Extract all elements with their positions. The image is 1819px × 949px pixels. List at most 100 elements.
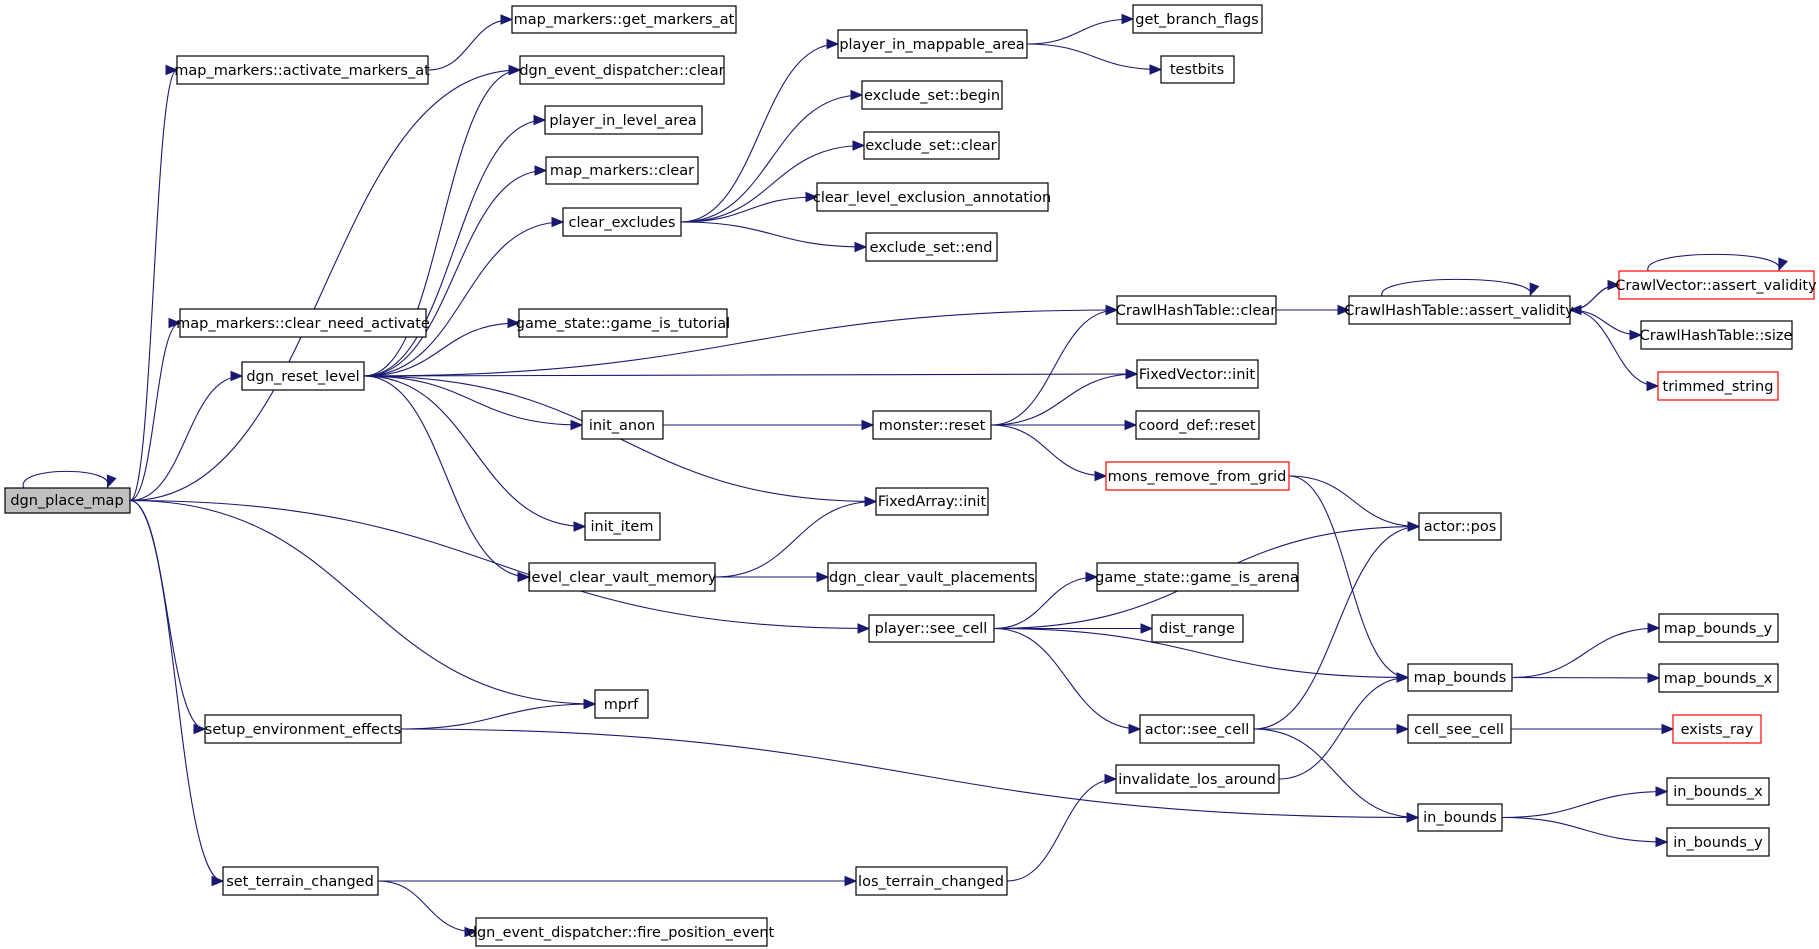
node-actor_pos[interactable]: actor::pos <box>1418 512 1502 541</box>
node-dgn_event_dispatcher_fire_position_event[interactable]: dgn_event_dispatcher::fire_position_even… <box>468 917 775 947</box>
node-game_state_game_is_tutorial[interactable]: game_state::game_is_tutorial <box>516 308 730 338</box>
node-clear_excludes[interactable]: clear_excludes <box>562 207 682 237</box>
node-label: exclude_set::end <box>870 240 993 256</box>
edge-crawlhashtable_assert_validity-to-trimmed_string <box>1569 309 1660 392</box>
node-dgn_place_map[interactable]: dgn_place_map <box>4 487 131 514</box>
node-dgn_event_dispatcher_clear[interactable]: dgn_event_dispatcher::clear <box>519 55 725 85</box>
edge-dgn_reset_level-to-fixedarray_init <box>363 375 878 507</box>
node-label: in_bounds <box>1423 810 1497 826</box>
node-label: player_in_level_area <box>549 113 696 129</box>
edge-dgn_place_map-to-set_terrain_changed <box>129 499 225 887</box>
edge-player_in_mappable_area-to-testbits <box>1026 43 1163 75</box>
edge-dgn_place_map-to-dgn_place_map <box>22 470 117 489</box>
edge-setup_environment_effects-to-mprf <box>400 698 597 730</box>
node-label: in_bounds_y <box>1673 835 1763 851</box>
node-label: player::see_cell <box>875 621 988 637</box>
node-label: mprf <box>604 697 639 713</box>
edge-crawlvector_assert_validity-to-crawlvector_assert_validity <box>1647 253 1789 272</box>
node-player_in_level_area[interactable]: player_in_level_area <box>544 105 703 135</box>
node-exclude_set_clear[interactable]: exclude_set::clear <box>863 131 1000 160</box>
edge-crawlhashtable_assert_validity-to-crawlvector_assert_validity <box>1569 279 1621 311</box>
node-crawlhashtable_clear[interactable]: CrawlHashTable::clear <box>1116 295 1277 325</box>
node-label: clear_level_exclusion_annotation <box>813 190 1051 206</box>
node-exclude_set_begin[interactable]: exclude_set::begin <box>861 80 1003 110</box>
node-label: actor::see_cell <box>1145 722 1250 738</box>
node-player_in_mappable_area[interactable]: player_in_mappable_area <box>837 29 1028 59</box>
node-label: invalidate_los_around <box>1118 772 1275 788</box>
edge-set_terrain_changed-to-dgn_event_dispatcher_fire_position_event <box>377 880 478 938</box>
edge-invalidate_los_around-to-map_bounds <box>1278 672 1410 780</box>
node-dgn_reset_level[interactable]: dgn_reset_level <box>241 361 365 391</box>
edge-clear_excludes-to-player_in_mappable_area <box>680 38 840 223</box>
edge-cell_see_cell-to-exists_ray <box>1511 723 1675 735</box>
node-map_markers_clear[interactable]: map_markers::clear <box>545 156 699 185</box>
node-get_branch_flags[interactable]: get_branch_flags <box>1132 4 1263 34</box>
node-crawlhashtable_size[interactable]: CrawlHashTable::size <box>1640 320 1793 350</box>
node-clear_level_exclusion_annotation[interactable]: clear_level_exclusion_annotation <box>813 182 1051 212</box>
node-exists_ray[interactable]: exists_ray <box>1672 714 1762 744</box>
edge-dgn_reset_level-to-map_markers_clear <box>363 165 548 377</box>
node-label: map_bounds_y <box>1664 621 1773 637</box>
node-label: exclude_set::clear <box>865 138 996 154</box>
node-in_bounds_x[interactable]: in_bounds_x <box>1666 777 1770 806</box>
edge-player_see_cell-to-game_state_game_is_arena <box>993 571 1099 630</box>
node-label: CrawlHashTable::size <box>1640 328 1793 344</box>
node-label: setup_environment_effects <box>205 722 401 738</box>
edge-dgn_reset_level-to-level_clear_vault_memory <box>363 375 531 583</box>
edge-dgn_reset_level-to-game_state_game_is_tutorial <box>363 317 521 377</box>
node-exclude_set_end[interactable]: exclude_set::end <box>865 232 998 262</box>
node-set_terrain_changed[interactable]: set_terrain_changed <box>222 866 379 896</box>
node-in_bounds[interactable]: in_bounds <box>1417 803 1503 832</box>
node-invalidate_los_around[interactable]: invalidate_los_around <box>1115 764 1280 794</box>
edge-dgn_place_map-to-mprf <box>129 499 597 710</box>
node-init_item[interactable]: init_item <box>584 512 661 541</box>
node-label: dgn_reset_level <box>246 369 359 385</box>
node-mons_remove_from_grid[interactable]: mons_remove_from_grid <box>1105 461 1290 491</box>
node-label: map_markers::activate_markers_at <box>174 63 430 79</box>
edge-actor_see_cell-to-actor_pos <box>1253 521 1421 730</box>
node-cell_see_cell[interactable]: cell_see_cell <box>1407 714 1512 744</box>
edge-init_anon-to-monster_reset <box>662 419 875 431</box>
nodes: dgn_place_map map_markers::activate_mark… <box>4 4 1817 947</box>
node-level_clear_vault_memory[interactable]: level_clear_vault_memory <box>528 562 717 592</box>
edge-setup_environment_effects-to-in_bounds <box>400 728 1420 823</box>
node-label: CrawlHashTable::clear <box>1116 303 1276 319</box>
node-label: game_state::game_is_arena <box>1095 570 1299 586</box>
node-crawlhashtable_assert_validity[interactable]: CrawlHashTable::assert_validity <box>1344 295 1574 325</box>
edge-clear_excludes-to-clear_level_exclusion_annotation <box>680 191 819 223</box>
node-label: CrawlVector::assert_validity <box>1615 278 1817 294</box>
node-map_markers_clear_need_activate[interactable]: map_markers::clear_need_activate <box>176 308 430 338</box>
node-actor_see_cell[interactable]: actor::see_cell <box>1139 714 1255 744</box>
edge-map_bounds-to-map_bounds_y <box>1511 622 1661 679</box>
node-dist_range[interactable]: dist_range <box>1151 614 1244 643</box>
edge-dgn_reset_level-to-crawlhashtable_clear <box>363 304 1119 377</box>
node-los_terrain_changed[interactable]: los_terrain_changed <box>855 866 1008 896</box>
edge-actor_see_cell-to-cell_see_cell <box>1254 723 1410 735</box>
edge-dgn_place_map-to-map_markers_clear_need_activate <box>129 317 182 502</box>
edge-in_bounds-to-in_bounds_x <box>1501 786 1669 819</box>
node-mprf[interactable]: mprf <box>594 689 649 719</box>
node-dgn_clear_vault_placements[interactable]: dgn_clear_vault_placements <box>827 562 1037 592</box>
node-coord_def_reset[interactable]: coord_def::reset <box>1135 410 1260 440</box>
node-fixedarray_init[interactable]: FixedArray::init <box>875 487 989 516</box>
node-game_state_game_is_arena[interactable]: game_state::game_is_arena <box>1095 562 1299 592</box>
node-map_bounds_x[interactable]: map_bounds_x <box>1658 663 1779 693</box>
node-map_markers_get_markers_at[interactable]: map_markers::get_markers_at <box>511 5 737 34</box>
node-label: map_markers::clear <box>550 163 694 179</box>
node-map_bounds[interactable]: map_bounds <box>1407 663 1513 692</box>
node-trimmed_string[interactable]: trimmed_string <box>1657 371 1779 401</box>
node-init_anon[interactable]: init_anon <box>581 410 664 440</box>
node-fixedvector_init[interactable]: FixedVector::init <box>1136 359 1259 389</box>
node-map_markers_activate_markers_at[interactable]: map_markers::activate_markers_at <box>174 55 430 85</box>
node-crawlvector_assert_validity[interactable]: CrawlVector::assert_validity <box>1615 270 1817 300</box>
node-testbits[interactable]: testbits <box>1160 55 1235 84</box>
node-label: dist_range <box>1159 621 1235 637</box>
node-map_bounds_y[interactable]: map_bounds_y <box>1658 613 1779 643</box>
node-player_see_cell[interactable]: player::see_cell <box>868 614 995 643</box>
edge-dgn_reset_level-to-dgn_event_dispatcher_clear <box>363 64 522 377</box>
node-monster_reset[interactable]: monster::reset <box>872 410 992 440</box>
node-in_bounds_y[interactable]: in_bounds_y <box>1666 827 1770 857</box>
node-setup_environment_effects[interactable]: setup_environment_effects <box>204 714 402 744</box>
node-label: monster::reset <box>879 418 986 434</box>
